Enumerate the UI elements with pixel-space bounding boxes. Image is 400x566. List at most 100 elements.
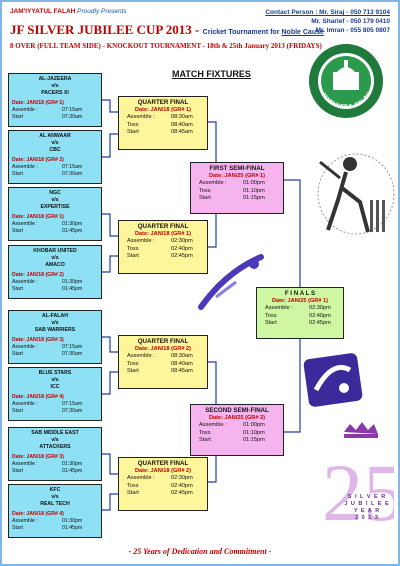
assemble-row: Assemble :07:15am	[12, 401, 83, 407]
jubilee-label: S I L V E R J U B I L E E Y E A R 2 0 1 …	[342, 494, 392, 522]
match-date: Date: JAN/18 (GR# 2)	[12, 272, 64, 278]
line-m1-qf1	[102, 99, 118, 113]
team-name: AL-FALAH	[42, 313, 68, 319]
assemble-row: Assemble :01:30pm	[12, 279, 83, 285]
contact-1: Contact Person : Mr. Siraj - 050 713 910…	[265, 9, 390, 16]
team-name: NGC	[49, 190, 61, 196]
semi-final-1: FIRST SEMI-FINAL Date: JAN/25 (GR# 1) As…	[190, 162, 284, 214]
match-date: Date: JAN/18 (GR# 1)	[12, 100, 64, 106]
line-qf4-sf2	[208, 456, 217, 483]
match-date: Date: JAN/18 (GR# 3)	[12, 454, 64, 460]
team-name: SAB MIDDLE EAST	[31, 430, 79, 436]
round-title: FIRST SEMI-FINAL	[209, 165, 265, 172]
match-date: Date: JAN/18 (GR# 1)	[12, 214, 64, 220]
line-sf1-final	[284, 179, 301, 287]
assemble-row: Assemble :02:30pm	[265, 305, 331, 312]
team-name: SAB WARRIERS	[34, 327, 76, 333]
semi-final-2: SECOND SEMI-FINAL Date: JAN/25 (GR# 2) A…	[190, 404, 284, 456]
team-name: KHOBAR UNITED	[33, 248, 77, 254]
tagline: 8 OVER (FULL TEAM SIDE) - KNOCKOUT TOURN…	[10, 42, 322, 50]
title-sub: Cricket Tournament for Noble Cause	[203, 29, 324, 36]
team-name: BLUE STARS	[38, 370, 72, 376]
vs-label: v/s	[51, 437, 59, 443]
quarter-final-4: QUARTER FINAL Date: JAN/18 (GR# 2) Assem…	[118, 457, 208, 511]
vs-label: v/s	[51, 255, 59, 261]
assemble-row: Assemble :02:30pm	[127, 475, 193, 482]
round-date: Date: JAN/18 (GR# 2)	[135, 345, 191, 352]
line-m5-qf3	[102, 336, 118, 353]
team-name: ATTACKERS	[39, 444, 71, 450]
jubilee-line-3: Y E A R	[353, 508, 381, 514]
jubilee-line-2: J U B I L E E	[344, 501, 390, 507]
round-date: Date: JAN/18 (GR# 1)	[135, 106, 191, 113]
assemble-row: Assemble :01:30pm	[12, 461, 83, 467]
contact-2: Mr. Sharief - 050 179 0410	[311, 18, 390, 25]
organizer-line: JAM'IYYATUL FALAH Proudly Presents	[10, 8, 127, 15]
vs-label: v/s	[51, 83, 59, 89]
assemble-row: Assemble :08:30am	[127, 114, 193, 121]
round-date: Date: JAN/25 (GR# 1)	[272, 297, 328, 304]
round-title: QUARTER FINAL	[137, 223, 189, 230]
jubilee-line-1: S I L V E R	[347, 494, 387, 500]
line-qf3-sf2	[208, 361, 217, 404]
assemble-row: Assemble :07:15am	[12, 107, 83, 113]
title-sub-cause: Noble Cause	[281, 29, 324, 36]
match-date: Date: JAN/18 (GR# 4)	[12, 511, 64, 517]
quarter-final-1: QUARTER FINAL Date: JAN/18 (GR# 1) Assem…	[118, 96, 208, 150]
footer-slogan: - 25 Years of Dedication and Commitment …	[128, 547, 272, 556]
quarter-final-3: QUARTER FINAL Date: JAN/18 (GR# 2) Assem…	[118, 335, 208, 389]
team-name: REAL TECH	[40, 501, 70, 507]
fixtures-heading: MATCH FIXTURES	[172, 69, 251, 79]
round-date: Date: JAN/25 (GR# 2)	[209, 414, 265, 421]
team-name: AMACO	[45, 262, 65, 268]
silver-jubilee-25-icon: 25	[322, 422, 394, 538]
round-title: QUARTER FINAL	[137, 460, 189, 467]
line-m3-qf2	[102, 213, 118, 237]
line-m4-qf2	[102, 255, 118, 273]
title-main: JF SILVER JUBILEE CUP 2013 -	[10, 22, 200, 37]
batsman-swoosh-icon	[198, 254, 264, 310]
round-title: QUARTER FINAL	[137, 99, 189, 106]
round-title: QUARTER FINAL	[137, 338, 189, 345]
page-title: JF SILVER JUBILEE CUP 2013 - Cricket Tou…	[10, 22, 324, 38]
line-m8-qf4	[102, 493, 118, 511]
contact-block: Contact Person : Mr. Siraj - 050 713 910…	[265, 8, 390, 35]
match-date: Date: JAN/18 (GR# 3)	[12, 337, 64, 343]
vs-label: v/s	[51, 320, 59, 326]
vs-label: v/s	[51, 197, 59, 203]
vs-label: v/s	[51, 140, 59, 146]
organizer-name: JAM'IYYATUL FALAH	[10, 8, 76, 15]
jubilee-line-4: 2 0 1 3	[355, 515, 379, 521]
presents-text: Proudly Presents	[77, 8, 127, 15]
assemble-row: Assemble :07:15am	[12, 344, 83, 350]
line-m7-qf4	[102, 453, 118, 475]
round-date: Date: JAN/25 (GR# 1)	[209, 172, 265, 179]
jamiyyatul-falah-logo-icon: JAM'IYYATUL FALAH	[309, 44, 383, 118]
team-name: PACERS XI	[41, 90, 69, 96]
contact-3: Mr. Imran - 055 805 0807	[315, 27, 390, 34]
cricket-player-icon	[317, 153, 395, 235]
team-name: ICC	[50, 384, 60, 390]
round-title: SECOND SEMI-FINAL	[205, 407, 269, 414]
line-qf1-sf1	[208, 121, 217, 162]
assemble-row: Assemble :01:30pm	[12, 518, 83, 524]
